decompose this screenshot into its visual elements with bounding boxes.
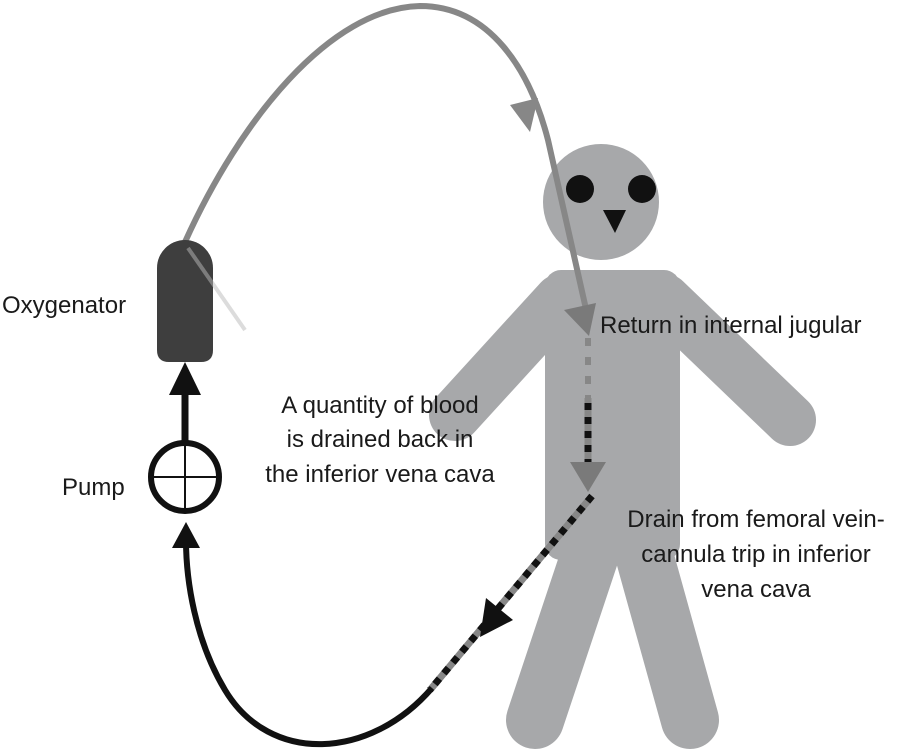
torso	[545, 270, 680, 560]
drained-note-line: A quantity of blood	[281, 392, 478, 419]
pump-inlet-arrow	[172, 522, 200, 548]
left-arm	[429, 274, 586, 441]
venous-line	[183, 539, 435, 748]
oxygenator-inlet-arrow	[169, 362, 201, 395]
oxygenator	[157, 240, 213, 362]
patient-figure	[429, 144, 816, 749]
cannula-arrow	[570, 462, 606, 492]
label-drained-note: A quantity of blood is drained back in t…	[265, 392, 495, 488]
left-leg	[506, 511, 624, 749]
return-arrow-upper	[510, 98, 538, 132]
left-eye	[566, 175, 594, 203]
drain-line-text: cannula trip in inferior	[641, 541, 870, 568]
right-arm	[639, 274, 816, 446]
label-pump: Pump	[62, 474, 125, 501]
drain-line-text: Drain from femoral vein-	[627, 506, 884, 533]
right-eye	[628, 175, 656, 203]
right-leg	[611, 511, 719, 749]
label-oxygenator: Oxygenator	[2, 292, 126, 319]
head	[543, 144, 659, 260]
label-return: Return in internal jugular	[600, 312, 861, 339]
return-arrow-jugular	[564, 303, 596, 336]
beak	[603, 210, 626, 233]
oxygenator-highlight	[186, 246, 247, 332]
drain-line-dashes	[427, 493, 595, 693]
drain-line-text: vena cava	[701, 576, 811, 603]
drained-note-line: the inferior vena cava	[265, 461, 495, 488]
label-drain: Drain from femoral vein- cannula trip in…	[627, 506, 884, 603]
pump-icon	[148, 440, 222, 514]
return-line	[182, 2, 591, 319]
drain-arrow	[480, 598, 513, 637]
drained-note-line: is drained back in	[287, 426, 474, 453]
